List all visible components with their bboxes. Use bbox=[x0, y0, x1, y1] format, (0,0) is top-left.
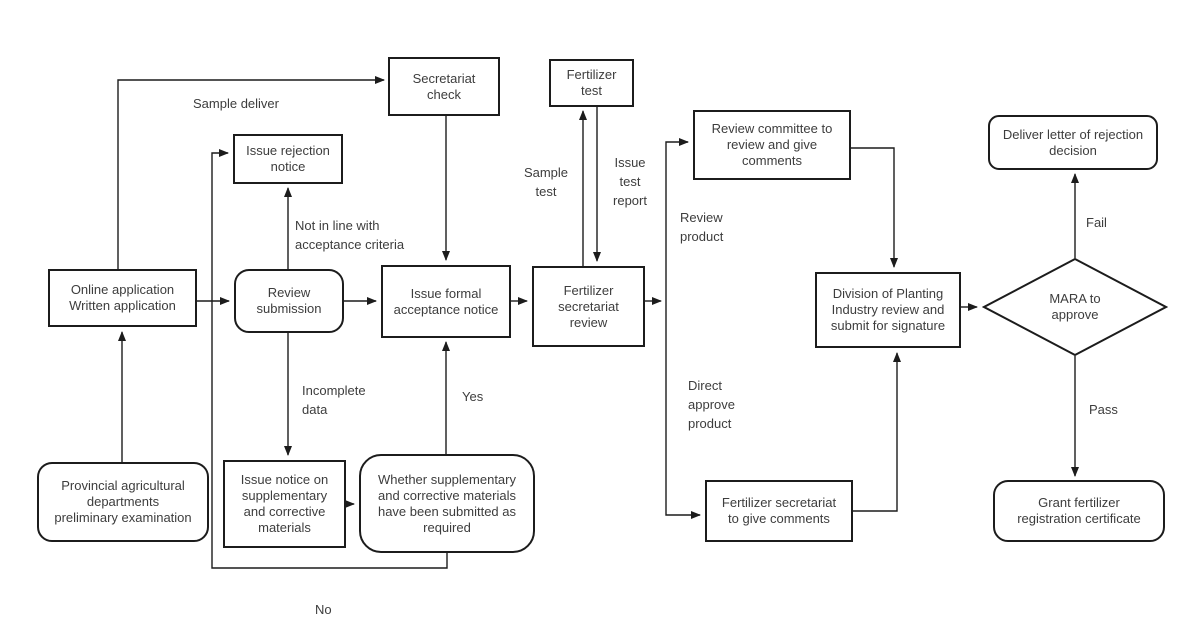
node-fertilizer-test: Fertilizer test bbox=[549, 59, 634, 107]
node-division-planting-industry: Division of Planting Industry review and… bbox=[815, 272, 961, 348]
node-issue-formal-acceptance-label: Issue formal acceptance notice bbox=[393, 285, 499, 317]
node-review-committee: Review committee to review and give comm… bbox=[693, 110, 851, 180]
node-whether-supplementary: Whether supplementary and corrective mat… bbox=[359, 454, 535, 553]
node-issue-rejection-notice: Issue rejection notice bbox=[233, 134, 343, 184]
node-review-submission-label: Review submission bbox=[256, 285, 322, 316]
node-provincial-examination: Provincial agricultural departments prel… bbox=[37, 462, 209, 542]
edge-junction-to-committee bbox=[665, 138, 689, 301]
node-issue-notice-supplementary: Issue notice on supplementary and correc… bbox=[223, 460, 346, 548]
node-online-application: Online application Written application bbox=[48, 269, 197, 327]
node-online-application-label: Online application Written application bbox=[69, 282, 176, 313]
node-fertilizer-secretariat-comments: Fertilizer secretariat to give comments bbox=[705, 480, 853, 542]
node-review-committee-label: Review committee to review and give comm… bbox=[711, 121, 833, 168]
edge-label-pass: Pass bbox=[1089, 402, 1118, 417]
node-division-planting-industry-label: Division of Planting Industry review and… bbox=[830, 286, 946, 333]
node-review-submission: Review submission bbox=[234, 269, 344, 333]
node-issue-formal-acceptance: Issue formal acceptance notice bbox=[381, 265, 511, 338]
node-fertilizer-secretariat-review-label: Fertilizer secretariat review bbox=[558, 282, 619, 330]
diamond-shape bbox=[982, 257, 1168, 357]
edge-comments-to-division bbox=[853, 352, 901, 512]
edge-sample-deliver bbox=[117, 76, 385, 269]
edge-junction-to-comments bbox=[665, 301, 701, 519]
node-secretariat-check: Secretariat check bbox=[388, 57, 500, 116]
edge-label-review-product: Review product bbox=[680, 210, 724, 244]
edge-label-direct-approve-product: Direct approve product bbox=[688, 378, 735, 431]
edge-label-fail: Fail bbox=[1086, 215, 1107, 230]
node-mara-approve-label: MARA to approve bbox=[1049, 291, 1101, 322]
node-secretariat-check-label: Secretariat check bbox=[412, 70, 476, 102]
node-deliver-rejection-letter-label: Deliver letter of rejection decision bbox=[1002, 126, 1144, 158]
node-fertilizer-secretariat-review: Fertilizer secretariat review bbox=[532, 266, 645, 347]
edge-label-sample-test: Sample test bbox=[523, 165, 569, 199]
node-whether-supplementary-label: Whether supplementary and corrective mat… bbox=[377, 471, 517, 535]
edge-label-sample-deliver: Sample deliver bbox=[193, 96, 279, 111]
node-grant-certificate-label: Grant fertilizer registration certificat… bbox=[1017, 495, 1141, 526]
node-issue-notice-supplementary-label: Issue notice on supplementary and correc… bbox=[240, 472, 329, 535]
edge-label-no: No bbox=[315, 602, 332, 617]
node-mara-approve: MARA to approve bbox=[982, 257, 1168, 357]
edge-whether-no bbox=[211, 149, 448, 569]
edge-committee-to-division bbox=[851, 147, 898, 268]
node-provincial-examination-label: Provincial agricultural departments prel… bbox=[54, 478, 192, 525]
edge-label-not-in-line: Not in line with acceptance criteria bbox=[295, 218, 405, 252]
node-fertilizer-secretariat-comments-label: Fertilizer secretariat to give comments bbox=[721, 495, 837, 526]
edge-label-issue-test-report: Issue test report bbox=[613, 155, 647, 208]
node-issue-rejection-notice-label: Issue rejection notice bbox=[246, 143, 330, 174]
node-grant-certificate: Grant fertilizer registration certificat… bbox=[993, 480, 1165, 542]
node-fertilizer-test-label: Fertilizer test bbox=[566, 67, 617, 98]
edge-label-incomplete-data: Incomplete data bbox=[302, 383, 366, 417]
edge-label-yes: Yes bbox=[462, 389, 484, 404]
node-deliver-rejection-letter: Deliver letter of rejection decision bbox=[988, 115, 1158, 170]
